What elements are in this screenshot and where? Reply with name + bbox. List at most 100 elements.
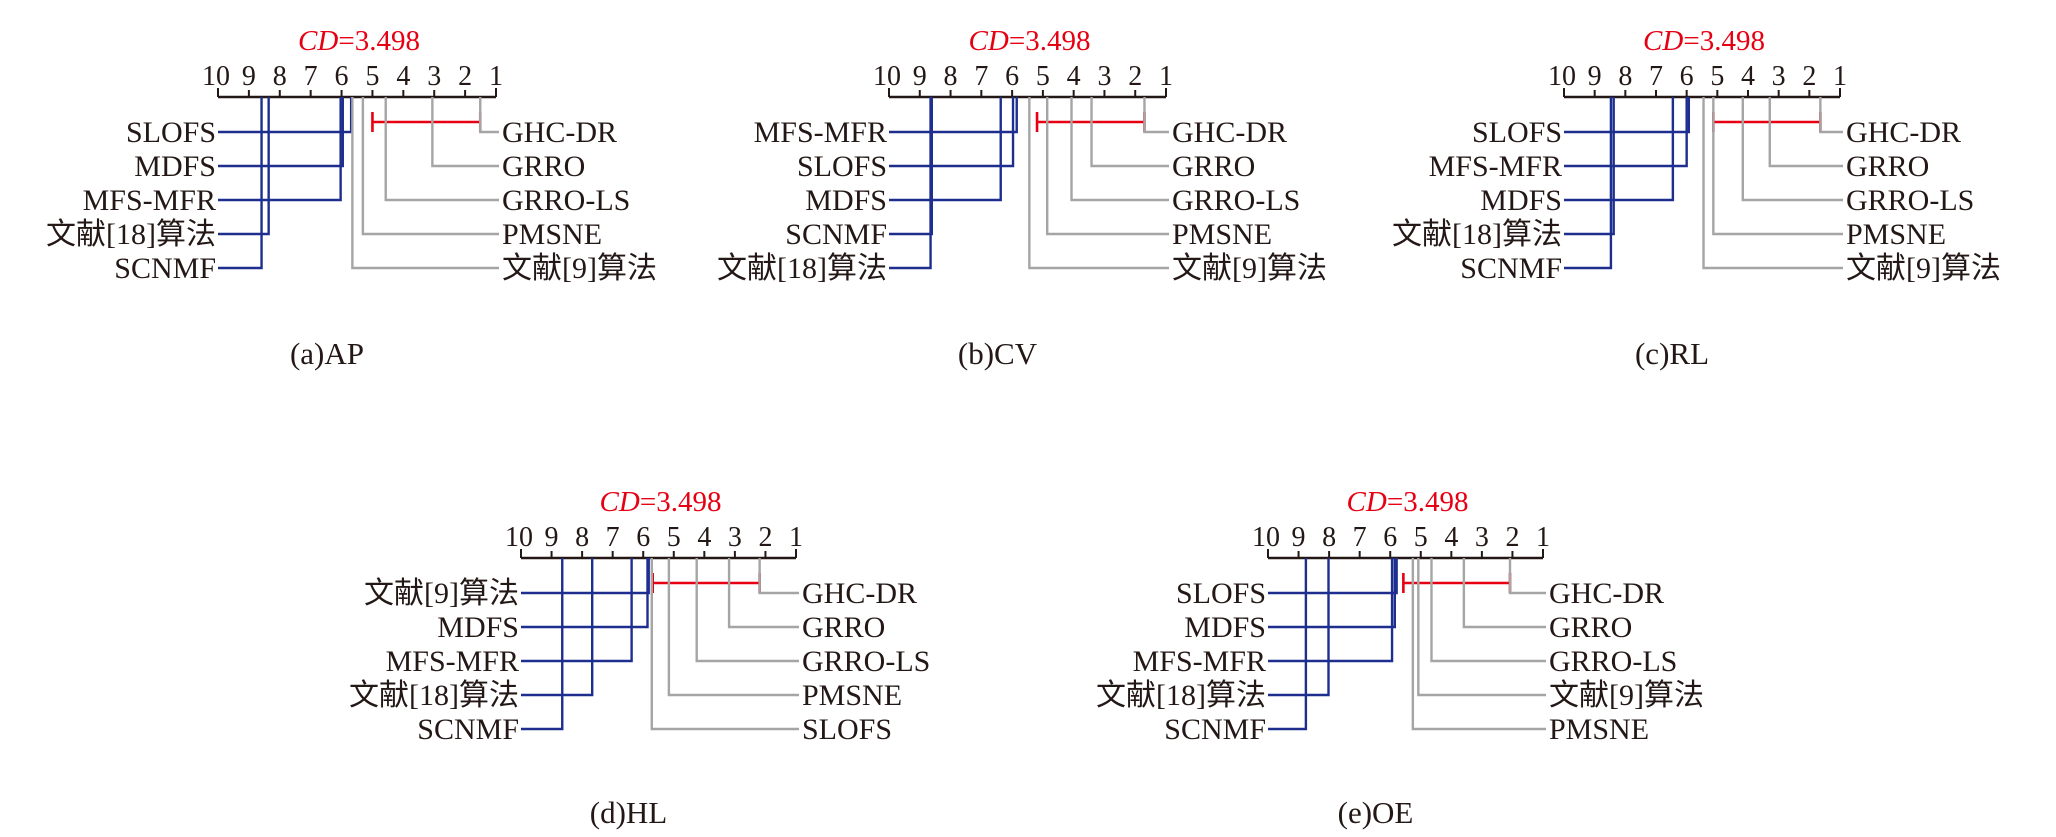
- method-connector-left: [889, 97, 932, 270]
- method-connector-left: [218, 97, 263, 270]
- axis-tick-label: 5: [1036, 61, 1050, 92]
- method-connector-left: [889, 97, 933, 236]
- axis-tick-label: 1: [489, 61, 503, 92]
- method-label-left: SCNMF: [417, 713, 519, 746]
- method-label-left: 文献[18]算法: [349, 679, 519, 712]
- axis-tick-label: 6: [636, 522, 650, 553]
- cd-label: CD: [600, 486, 640, 518]
- method-label-left: MFS-MFR: [754, 116, 887, 149]
- method-connector-right: [1430, 558, 1546, 663]
- method-label-left: SCNMF: [114, 252, 216, 285]
- method-label-left: SLOFS: [797, 150, 887, 183]
- axis-tick-label: 8: [1618, 61, 1632, 92]
- cd-title: CD=3.498: [969, 25, 1091, 57]
- method-connector-right: [1070, 97, 1169, 202]
- axis-tick-label: 7: [1649, 61, 1663, 92]
- axis-tick-label: 7: [606, 522, 620, 553]
- method-connector-right: [1411, 558, 1546, 731]
- axis-tick-label: 5: [1710, 61, 1724, 92]
- method-label-right: 文献[9]算法: [1549, 679, 1704, 712]
- method-connector-left: [889, 97, 1002, 202]
- method-connector-right: [1768, 97, 1843, 168]
- method-connector-right: [351, 97, 499, 270]
- axis-tick-label: 2: [1505, 522, 1519, 553]
- axis-tick-label: 4: [1444, 522, 1458, 553]
- method-label-right: GRRO: [1846, 150, 1929, 183]
- method-connector-left: [1564, 97, 1613, 270]
- cd-label: CD: [969, 25, 1009, 57]
- method-connector-left: [1268, 558, 1397, 629]
- axis-tick-label: 1: [1159, 61, 1173, 92]
- method-label-left: MDFS: [1184, 611, 1266, 644]
- axis-tick-label: 6: [1680, 61, 1694, 92]
- axis-tick-label: 5: [667, 522, 681, 553]
- axis-tick-label: 7: [1353, 522, 1367, 553]
- axis-tick-label: 1: [1536, 522, 1550, 553]
- method-label-right: PMSNE: [802, 679, 902, 712]
- method-connector-left: [1564, 97, 1675, 202]
- cd-label: CD: [1643, 25, 1683, 57]
- axis-tick-label: 3: [1097, 61, 1111, 92]
- axis-tick-label: 4: [697, 522, 711, 553]
- cd-value: =3.498: [338, 25, 420, 57]
- method-connector-right: [1819, 97, 1843, 134]
- method-label-right: GRRO-LS: [1846, 184, 1974, 217]
- method-connector-right: [1712, 97, 1843, 236]
- method-label-right: GRRO: [1172, 150, 1255, 183]
- method-connector-left: [1268, 558, 1394, 663]
- method-label-left: MDFS: [134, 150, 216, 183]
- method-label-right: PMSNE: [1172, 218, 1272, 251]
- method-label-right: GRRO-LS: [802, 645, 930, 678]
- method-connector-right: [479, 97, 499, 134]
- panel-caption: (c)RL: [1635, 336, 1709, 371]
- axis-tick-label: 4: [1741, 61, 1755, 92]
- method-label-left: SLOFS: [126, 116, 216, 149]
- panel-caption: (d)HL: [590, 795, 667, 830]
- method-label-right: 文献[9]算法: [1846, 252, 2001, 285]
- axis-tick-label: 3: [728, 522, 742, 553]
- method-label-right: GRRO: [802, 611, 885, 644]
- cd-label: CD: [298, 25, 338, 57]
- method-connector-right: [1028, 97, 1169, 270]
- method-connector-right: [1702, 97, 1843, 270]
- panel-caption: (e)OE: [1338, 795, 1414, 830]
- axis-tick-label: 6: [1383, 522, 1397, 553]
- cd-title: CD=3.498: [1347, 486, 1469, 518]
- method-label-left: 文献[18]算法: [1392, 218, 1562, 251]
- axis-tick-label: 4: [1067, 61, 1081, 92]
- method-label-left: SLOFS: [1472, 116, 1562, 149]
- method-label-left: MFS-MFR: [386, 645, 519, 678]
- axis-tick-label: 7: [974, 61, 988, 92]
- axis-tick-label: 2: [1128, 61, 1142, 92]
- method-connector-right: [1508, 558, 1546, 595]
- method-connector-right: [361, 97, 499, 236]
- method-connector-left: [521, 558, 564, 731]
- axis-tick-label: 3: [1475, 522, 1489, 553]
- panel-caption: (b)CV: [958, 336, 1038, 371]
- axis-tick-label: 9: [1292, 522, 1306, 553]
- method-label-left: SCNMF: [1164, 713, 1266, 746]
- cd-title: CD=3.498: [298, 25, 420, 57]
- method-label-right: 文献[9]算法: [502, 252, 657, 285]
- method-label-left: SLOFS: [1176, 577, 1266, 610]
- method-label-left: SCNMF: [785, 218, 887, 251]
- method-label-right: PMSNE: [1549, 713, 1649, 746]
- method-connector-left: [521, 558, 650, 595]
- method-connector-left: [1564, 97, 1615, 236]
- method-connector-left: [1268, 558, 1398, 595]
- method-label-left: 文献[18]算法: [46, 218, 216, 251]
- axis-tick-label: 3: [427, 61, 441, 92]
- method-connector-right: [727, 558, 799, 629]
- method-label-right: GHC-DR: [802, 577, 917, 610]
- method-connector-left: [1268, 558, 1308, 731]
- method-label-left: MFS-MFR: [1429, 150, 1562, 183]
- method-connector-right: [695, 558, 799, 663]
- axis-tick-label: 10: [873, 61, 901, 92]
- method-connector-right: [384, 97, 499, 202]
- method-label-left: 文献[18]算法: [717, 252, 887, 285]
